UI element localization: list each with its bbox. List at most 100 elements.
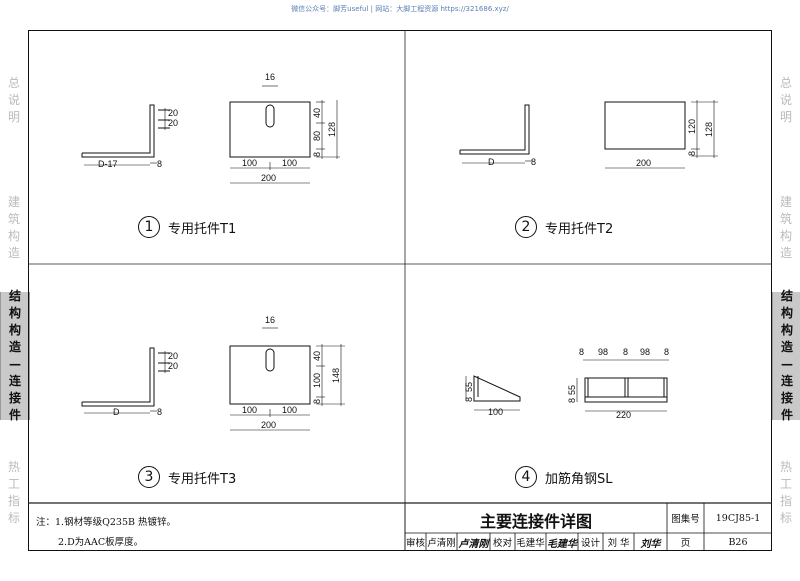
t3-angle-a: 20 bbox=[168, 351, 178, 361]
t1-top1: 40 bbox=[312, 108, 322, 118]
side-tab-char: 明 bbox=[779, 109, 792, 124]
sl-h: 55 bbox=[464, 382, 474, 392]
t1-angle-a: 20 bbox=[168, 108, 178, 118]
t1-bottom: 8 bbox=[312, 152, 322, 157]
left-side-tabs: 总说明 建筑构造 结构构造—连接件 热工指标 bbox=[0, 0, 30, 581]
side-tab-char: 构 bbox=[779, 228, 792, 243]
atlas-number: 19CJ85-1 bbox=[715, 512, 761, 524]
detail-label-1: 1 专用托件T1 bbox=[138, 216, 236, 238]
note-line-2: 2.D为AAC板厚度。 bbox=[58, 537, 144, 548]
sl-p4: 98 bbox=[640, 347, 650, 357]
side-tab-char: 指 bbox=[779, 493, 792, 508]
designer-signature: 刘华 bbox=[640, 538, 661, 550]
reviewer-name: 卢清刚 bbox=[427, 538, 456, 549]
t3-angle-t: 8 bbox=[157, 407, 162, 417]
side-tab-char: 构 bbox=[780, 306, 793, 320]
side-tab-char: 工 bbox=[779, 476, 792, 491]
side-tab-char: 总 bbox=[7, 75, 20, 90]
side-tab-char: 构 bbox=[8, 306, 21, 320]
t3-plate-drawing bbox=[229, 327, 345, 431]
watermark: 微信公众号：脚芳useful | 网站：大脚工程资源 https://32168… bbox=[291, 5, 509, 13]
detail-title: 专用托件T3 bbox=[168, 471, 237, 487]
side-tab-char: 说 bbox=[779, 92, 792, 107]
side-tab-char: 造 bbox=[780, 340, 793, 354]
notes-prefix: 注： bbox=[36, 517, 56, 528]
side-tab-architecture[interactable]: 建筑构造 bbox=[772, 190, 800, 265]
side-tab-char: 标 bbox=[7, 510, 20, 525]
side-tab-char: 接 bbox=[780, 391, 793, 405]
sl-len: 100 bbox=[488, 407, 503, 417]
side-tab-char: 总 bbox=[779, 75, 792, 90]
side-tab-char: 工 bbox=[7, 476, 20, 491]
side-tab-char: 构 bbox=[8, 323, 21, 337]
side-tab-char: 结 bbox=[8, 289, 21, 303]
t3-half2: 100 bbox=[282, 405, 297, 415]
t1-width: 200 bbox=[261, 173, 276, 183]
page-number: B26 bbox=[728, 536, 748, 548]
t3-width: 200 bbox=[261, 420, 276, 430]
side-tab-char: 连 bbox=[780, 374, 793, 388]
page-label: 页 bbox=[680, 538, 691, 549]
notes: 注：1.钢材等级Q235B 热镀锌。 2.D为AAC板厚度。 bbox=[36, 513, 176, 553]
designer-name: 刘 华 bbox=[607, 538, 630, 549]
t3-slot-w: 16 bbox=[265, 315, 275, 325]
sl-total: 220 bbox=[616, 410, 631, 420]
side-tab-structure-connectors[interactable]: 结构构造—连接件 bbox=[772, 289, 800, 422]
side-tab-thermal[interactable]: 热工指标 bbox=[772, 455, 800, 530]
t1-total: 128 bbox=[327, 122, 337, 137]
t1-slot-w: 16 bbox=[265, 72, 275, 82]
side-tab-char: 建 bbox=[7, 194, 20, 209]
t2-plate-drawing bbox=[604, 100, 718, 169]
t3-angle-b: 20 bbox=[168, 361, 178, 371]
sl-p2: 98 bbox=[598, 347, 608, 357]
side-tab-char: 明 bbox=[7, 109, 20, 124]
side-tab-char: — bbox=[9, 357, 21, 371]
side-tab-char: 构 bbox=[7, 228, 20, 243]
t2-angle-t: 8 bbox=[531, 157, 536, 167]
t1-half2: 100 bbox=[282, 158, 297, 168]
sl-section-drawing bbox=[465, 375, 521, 411]
t1-angle-len: D-17 bbox=[98, 159, 118, 169]
t3-bottom: 8 bbox=[312, 399, 322, 404]
t2-width: 200 bbox=[636, 158, 651, 168]
side-tab-char: 筑 bbox=[779, 211, 792, 226]
side-tab-char: 造 bbox=[7, 245, 20, 260]
side-tab-general[interactable]: 总说明 bbox=[0, 70, 28, 130]
design-label: 设计 bbox=[580, 538, 600, 549]
t2-total: 128 bbox=[704, 122, 714, 137]
reviewer-signature: 卢清刚 bbox=[458, 538, 489, 550]
right-side-tabs: 总说明 建筑构造 结构构造—连接件 热工指标 bbox=[772, 0, 800, 581]
side-tab-char: 指 bbox=[7, 493, 20, 508]
side-tab-thermal[interactable]: 热工指标 bbox=[0, 455, 28, 530]
checker-signature: 毛建华 bbox=[547, 538, 577, 550]
review-label: 审核 bbox=[405, 538, 425, 549]
detail-number-circle: 2 bbox=[515, 216, 537, 238]
side-tab-char: 造 bbox=[779, 245, 792, 260]
detail-label-3: 3 专用托件T3 bbox=[138, 466, 236, 488]
side-tab-char: 连 bbox=[8, 374, 21, 388]
drawing-frame bbox=[28, 30, 772, 551]
side-tab-char: 结 bbox=[780, 289, 793, 303]
side-tab-char: 件 bbox=[8, 408, 21, 422]
title-block-grid bbox=[404, 503, 772, 551]
t3-angle-len: D bbox=[113, 407, 120, 417]
side-tab-general[interactable]: 总说明 bbox=[772, 70, 800, 130]
sl-p5: 8 bbox=[664, 347, 669, 357]
side-tab-architecture[interactable]: 建筑构造 bbox=[0, 190, 28, 265]
note-line-1: 1.钢材等级Q235B 热镀锌。 bbox=[55, 517, 177, 528]
side-tab-structure-connectors[interactable]: 结构构造—连接件 bbox=[0, 289, 30, 422]
t1-top2: 80 bbox=[312, 131, 322, 141]
detail-label-4: 4 加筋角钢SL bbox=[515, 466, 613, 488]
t2-angle-len: D bbox=[488, 157, 495, 167]
side-tab-char: 建 bbox=[779, 194, 792, 209]
t1-plate-drawing bbox=[229, 85, 340, 184]
sl-h2: 55 bbox=[567, 385, 577, 395]
checker-name: 毛建华 bbox=[516, 538, 545, 549]
t3-total: 148 bbox=[331, 368, 341, 383]
t3-top1: 40 bbox=[312, 351, 322, 361]
t2-bottom: 8 bbox=[687, 151, 697, 156]
sl-t: 8 bbox=[464, 397, 474, 402]
detail-title: 专用托件T2 bbox=[545, 221, 614, 237]
t3-angle-drawing bbox=[81, 347, 170, 414]
